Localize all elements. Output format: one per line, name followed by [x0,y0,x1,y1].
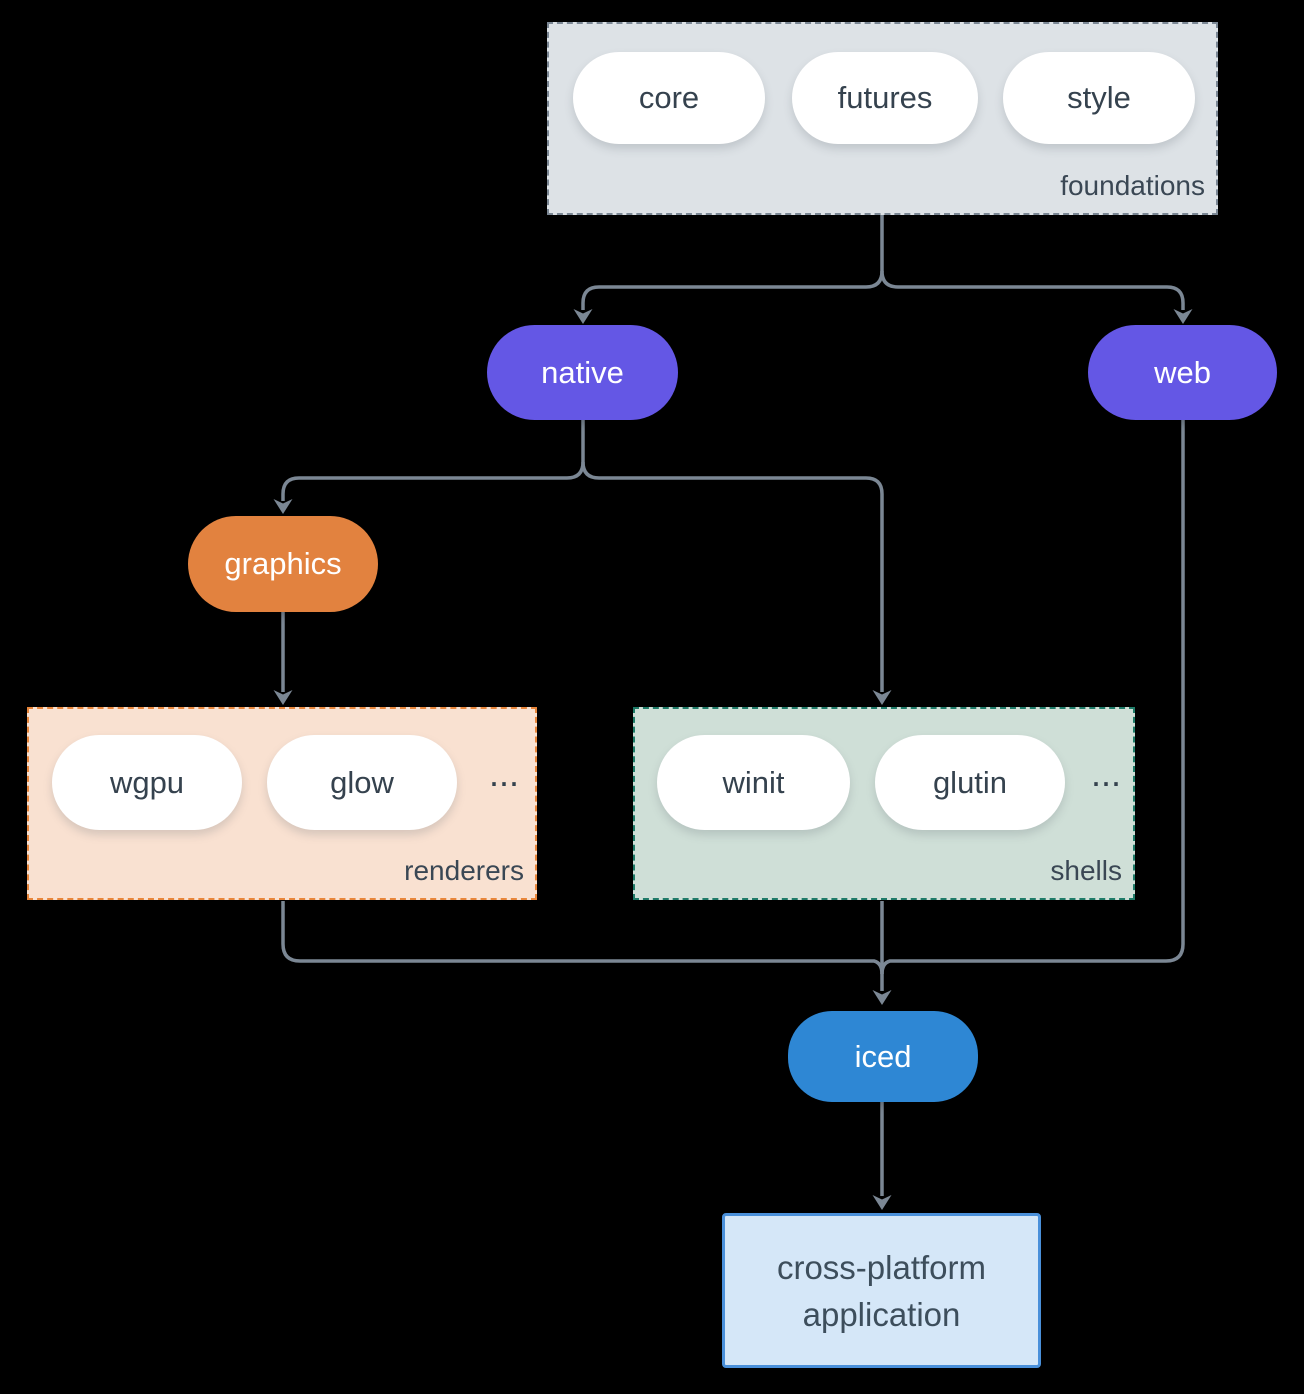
node-native-label: native [541,354,624,390]
node-style: style [1003,52,1195,144]
arrowhead-web [1173,309,1193,324]
node-web-label: web [1154,354,1211,390]
node-wgpu-label: wgpu [109,764,185,800]
arrowhead-renderers [273,690,293,705]
edge-foundations-web [880,270,1185,310]
arrowhead-iced [872,990,892,1005]
app-label-line2: application [802,1295,961,1333]
node-winit-label: winit [722,764,785,800]
node-style-label: style [1067,80,1131,115]
node-native: native [487,325,678,420]
node-iced-label: iced [854,1038,912,1074]
edge-renderers-iced [281,901,884,975]
node-graphics: graphics [188,516,378,612]
arrowhead-application [872,1195,892,1210]
shells-group-label: shells [1050,855,1122,886]
node-web: web [1088,325,1277,420]
node-wgpu: wgpu [52,735,242,830]
node-iced: iced [788,1011,978,1102]
app-label-line1: cross-platform [776,1248,987,1286]
node-core: core [573,52,765,144]
edge-foundations-native [581,215,884,310]
arrowhead-graphics [273,499,293,514]
shells-ellipsis: ... [1090,753,1121,794]
arrowhead-shells [872,690,892,705]
edge-native-graphics [281,420,585,501]
node-glutin-label: glutin [932,764,1008,800]
node-glutin: glutin [875,735,1065,830]
node-graphics-label: graphics [224,546,342,581]
node-glow-label: glow [330,764,394,800]
foundations-group-label: foundations [1060,170,1205,201]
renderers-group: wgpu glow ... renderers [27,707,537,900]
arrowhead-native [573,309,593,324]
foundations-group: core futures style foundations [547,22,1218,215]
node-futures: futures [792,52,978,144]
node-glow: glow [267,735,457,830]
node-winit: winit [657,735,850,830]
node-core-label: core [638,80,700,115]
shells-group: winit glutin ... shells [633,707,1135,900]
renderers-group-label: renderers [404,855,524,886]
node-cross-platform-application: cross-platform application [722,1213,1041,1368]
node-futures-label: futures [837,80,933,115]
edge-native-shells [581,461,884,692]
renderers-ellipsis: ... [488,753,519,794]
